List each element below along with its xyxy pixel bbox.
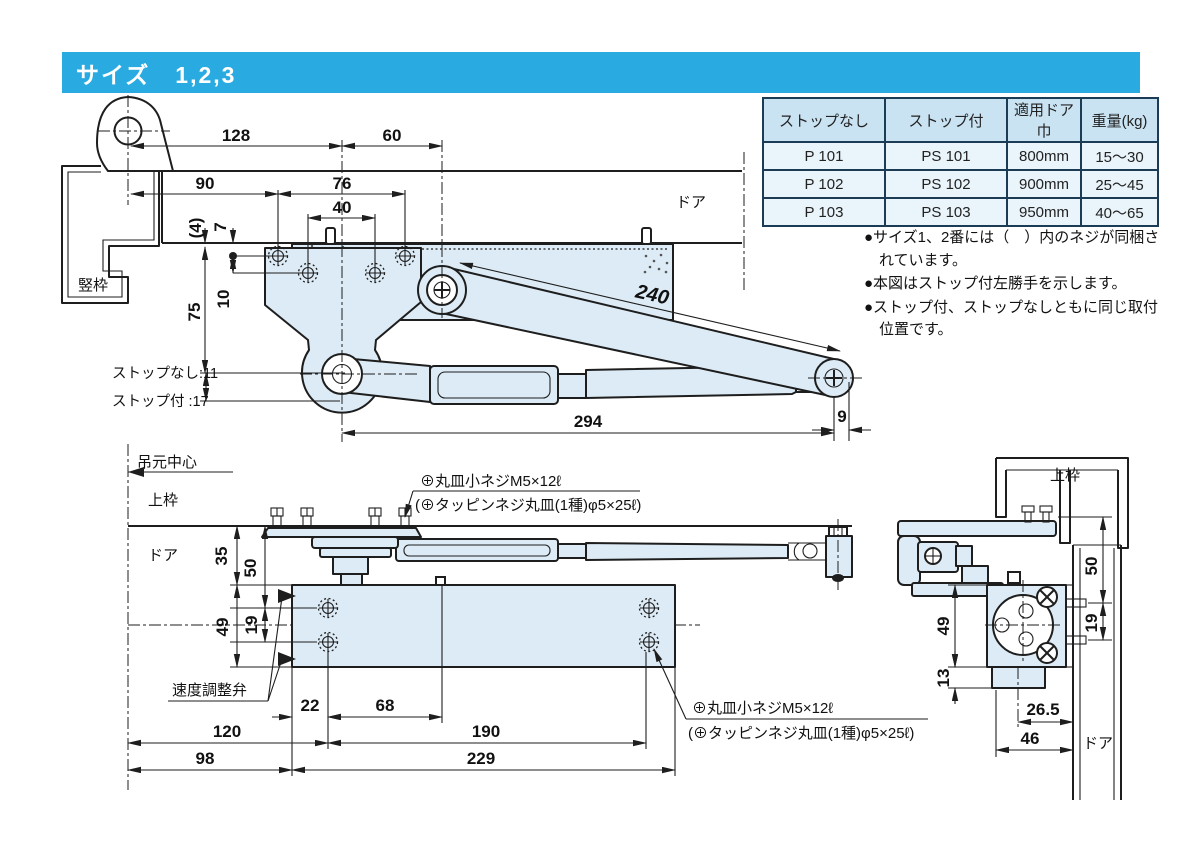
screw-note-2a: ⊕丸皿小ネジM5×12ℓ [692, 700, 833, 717]
dim-294: 294 [574, 412, 603, 431]
section-title-bar: サイズ 1,2,3 [62, 52, 1140, 93]
cell: P 103 [762, 197, 886, 227]
closer-body [264, 245, 422, 414]
cell: P 102 [762, 169, 886, 199]
side-door [1072, 544, 1122, 800]
dim-49s: 49 [934, 617, 953, 636]
dim-120: 120 [213, 722, 241, 741]
speed-valve-callout [168, 589, 296, 702]
dim-19s: 19 [1082, 614, 1101, 633]
screw-note-1a: ⊕丸皿小ネジM5×12ℓ [420, 473, 561, 490]
dim-26-5: 26.5 [1026, 700, 1059, 719]
cell: 25〜45 [1080, 169, 1159, 199]
spec-table: ストップなし ストップ付 適用ドア巾 重量(kg) P 101 PS 101 8… [762, 97, 1159, 227]
door-label-top: ドア [676, 194, 706, 211]
body-holes [267, 245, 416, 284]
top-frame-label-front: 上枠 [148, 492, 178, 509]
jamb-profile [61, 165, 160, 304]
note-item: ●サイズ1、2番には（ ）内のネジが同梱されています。 [864, 229, 1160, 269]
front-view-dimensions [127, 525, 676, 776]
cell: PS 102 [884, 169, 1008, 199]
dim-190: 190 [472, 722, 500, 741]
dim-40: 40 [333, 198, 352, 217]
dim-76: 76 [333, 174, 352, 193]
table-row: P 103 PS 103 950mm 40〜65 [762, 197, 1159, 227]
side-arm [897, 505, 1057, 597]
hinge-center-label: 吊元中心 [137, 454, 197, 471]
screw-note-1b: (⊕タッピンネジ丸皿(1種)φ5×25ℓ) [415, 497, 641, 514]
cell: PS 101 [884, 141, 1008, 171]
dim-10: 10 [214, 290, 233, 309]
dim-229: 229 [467, 749, 495, 768]
dim-68: 68 [376, 696, 395, 715]
side-body-screws [1036, 586, 1058, 664]
dim-13: 13 [934, 669, 953, 688]
jamb-label: 竪枠 [78, 277, 108, 294]
cell: 950mm [1006, 197, 1082, 227]
stop-with-label: ストップ付 :17 [112, 393, 209, 410]
dim-128: 128 [222, 126, 250, 145]
col-header: 適用ドア巾 [1006, 97, 1082, 143]
dim-50f: 50 [241, 559, 260, 578]
dim-60: 60 [383, 126, 402, 145]
col-header: 重量(kg) [1080, 97, 1159, 143]
side-view-dimensions [948, 516, 1112, 757]
notes-list: ●サイズ1、2番には（ ）内のネジが同梱されています。 ●本図はストップ付左勝手… [864, 227, 1166, 343]
door-label-side: ドア [1083, 735, 1113, 752]
dim-4: (4) [186, 218, 205, 239]
screw-callout-1 [404, 490, 640, 518]
side-frame-profile [995, 457, 1129, 549]
table-header-row: ストップなし ストップ付 適用ドア巾 重量(kg) [762, 97, 1159, 143]
door-label-front: ドア [148, 547, 178, 564]
note-item: ●本図はストップ付左勝手を示します。 [864, 275, 1127, 292]
table-row: P 102 PS 102 900mm 25〜45 [762, 169, 1159, 199]
note-item: ●ストップ付、ストップなしともに同じ取付位置です。 [864, 298, 1159, 339]
top-view: 128 60 90 76 40 (4) 7 75 10 240 294 9 スト… [61, 95, 871, 442]
side-body [985, 580, 1087, 730]
body-front-holes [317, 597, 660, 653]
table-row: P 101 PS 101 800mm 15〜30 [762, 141, 1159, 171]
dim-7: 7 [211, 222, 230, 231]
col-header: ストップなし [762, 97, 886, 143]
front-view: 吊元中心 上枠 ドア 35 50 49 19 速度調整弁 22 68 120 1… [127, 444, 928, 790]
dim-49f: 49 [213, 618, 232, 637]
section-title: サイズ 1,2,3 [76, 61, 237, 88]
stop-none-label: ストップなし:11 [112, 365, 218, 382]
valve-label: 速度調整弁 [172, 682, 247, 699]
dim-22: 22 [301, 696, 320, 715]
cell: 15〜30 [1080, 141, 1159, 171]
screw-note-2b: (⊕タッピンネジ丸皿(1種)φ5×25ℓ) [688, 725, 914, 742]
top-view-dimensions [130, 142, 871, 441]
top-frame-label-side: 上枠 [1050, 467, 1080, 484]
screw-callout-2 [653, 648, 928, 720]
dim-35: 35 [212, 547, 231, 566]
cell: P 101 [762, 141, 886, 171]
cell: 800mm [1006, 141, 1082, 171]
side-view: 上枠 50 19 49 13 26.5 46 ドア [897, 457, 1129, 800]
cell: 40〜65 [1080, 197, 1159, 227]
dim-50s: 50 [1082, 557, 1101, 576]
dim-90: 90 [196, 174, 215, 193]
col-header: ストップ付 [884, 97, 1008, 143]
hinge-center-arrow [128, 467, 144, 477]
dim-46: 46 [1021, 729, 1040, 748]
elbow-joint [808, 358, 862, 398]
cell: PS 103 [884, 197, 1008, 227]
body-front [291, 576, 676, 668]
dim-9: 9 [837, 407, 846, 426]
dim-98: 98 [196, 749, 215, 768]
dim-19f: 19 [242, 616, 261, 635]
dim-75: 75 [185, 303, 204, 322]
hinge-bracket [95, 95, 175, 205]
arm-side [261, 519, 853, 590]
cell: 900mm [1006, 169, 1082, 199]
